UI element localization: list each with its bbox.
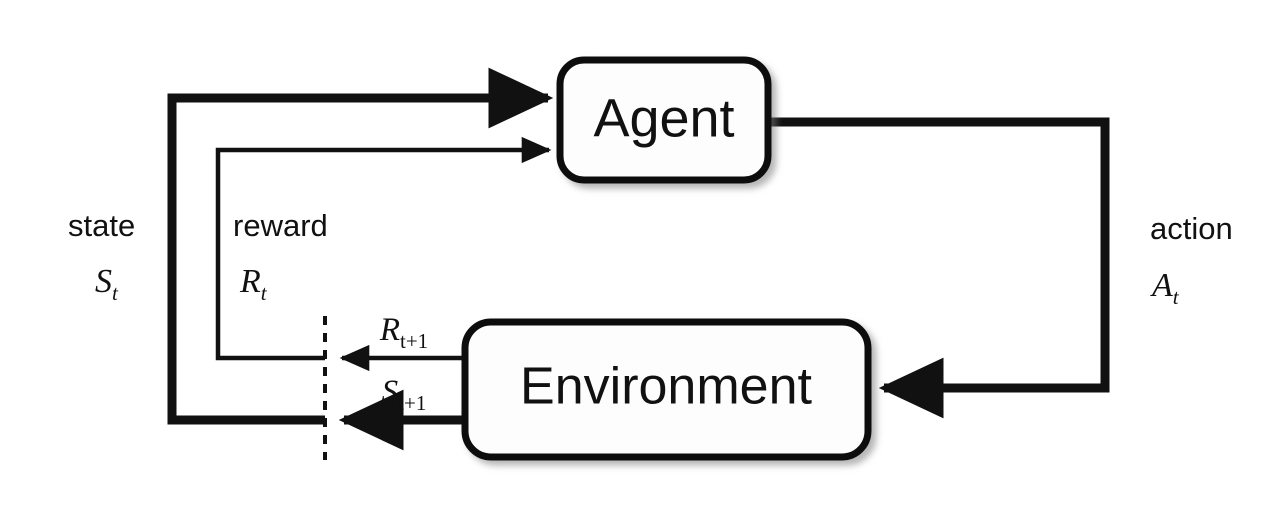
reward-symbol: Rt xyxy=(239,263,268,305)
reward-symbol-subscript: t xyxy=(261,281,268,305)
state-symbol: St xyxy=(95,263,119,305)
node-environment[interactable]: Environment xyxy=(461,318,872,461)
edge-state-to-agent xyxy=(167,67,554,425)
reward-next-subscript: t+1 xyxy=(400,329,428,353)
label-reward: reward Rt xyxy=(233,208,328,305)
state-next-base: S xyxy=(382,374,399,410)
reward-next-symbol: Rt+1 xyxy=(379,312,428,353)
state-next-subscript: t+1 xyxy=(398,391,426,415)
action-symbol-base: A xyxy=(1150,267,1173,304)
edge-action-to-environment xyxy=(768,117,1110,419)
action-symbol: At xyxy=(1150,267,1180,309)
action-symbol-subscript: t xyxy=(1173,285,1180,309)
action-word: action xyxy=(1150,211,1233,246)
node-agent[interactable]: Agent xyxy=(556,56,772,184)
state-symbol-base: S xyxy=(95,263,112,300)
environment-label: Environment xyxy=(520,358,812,416)
reward-symbol-base: R xyxy=(239,263,261,300)
edge-reward-to-agent xyxy=(215,136,552,361)
label-reward-next: Rt+1 xyxy=(379,312,428,353)
state-symbol-subscript: t xyxy=(112,281,119,305)
label-state-next: St+1 xyxy=(382,374,427,415)
environment-box[interactable] xyxy=(461,318,872,461)
state-next-symbol: St+1 xyxy=(382,374,427,415)
reward-word: reward xyxy=(233,208,328,243)
reward-next-base: R xyxy=(379,312,400,348)
agent-box[interactable] xyxy=(556,56,772,184)
label-action: action At xyxy=(1150,211,1233,309)
agent-label: Agent xyxy=(593,88,734,148)
state-word: state xyxy=(68,208,135,243)
label-state: state St xyxy=(68,208,135,305)
